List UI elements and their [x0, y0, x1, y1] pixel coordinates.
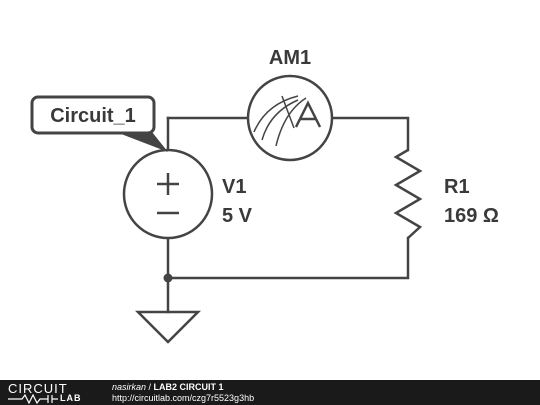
circuit-url[interactable]: http://circuitlab.com/czg7r5523g3hb: [112, 393, 255, 403]
source-name-label: V1: [222, 176, 246, 198]
author-link[interactable]: nasirkan: [112, 382, 147, 392]
footer-separator: /: [146, 382, 154, 392]
footer-meta: nasirkan / LAB2 CIRCUIT 1 http://circuit…: [112, 382, 254, 404]
circuit-label: Circuit_1: [50, 105, 136, 127]
circuitlab-logo[interactable]: CIRCUIT LAB: [4, 382, 96, 404]
resistor-name-label: R1: [444, 176, 470, 198]
ammeter-name-label: AM1: [269, 47, 311, 69]
source-value-label: 5 V: [222, 205, 253, 227]
logo-circuit-text: CIRCUIT: [8, 381, 68, 396]
junction-dot: [163, 273, 173, 283]
circuit-label-callout[interactable]: [30, 95, 168, 152]
resistor-value-label: 169 Ω: [444, 205, 499, 227]
ammeter-icon[interactable]: [246, 74, 334, 162]
resistor-icon[interactable]: [393, 148, 423, 239]
wire-top-right: [330, 116, 410, 152]
logo-lab-text: LAB: [60, 393, 82, 403]
logo-resistor-icon: [8, 394, 58, 404]
circuit-title[interactable]: LAB2 CIRCUIT 1: [153, 382, 224, 392]
voltage-source-icon[interactable]: [122, 148, 214, 240]
circuit-schematic: Circuit_1 AM1 V1 5 V R1 169 Ω: [30, 47, 499, 344]
ground-icon: [134, 310, 202, 344]
footer-bar: CIRCUIT LAB nasirkan / LAB2 CIRCUIT 1 ht…: [0, 380, 540, 405]
wire-resistor-bottom: [166, 236, 410, 280]
